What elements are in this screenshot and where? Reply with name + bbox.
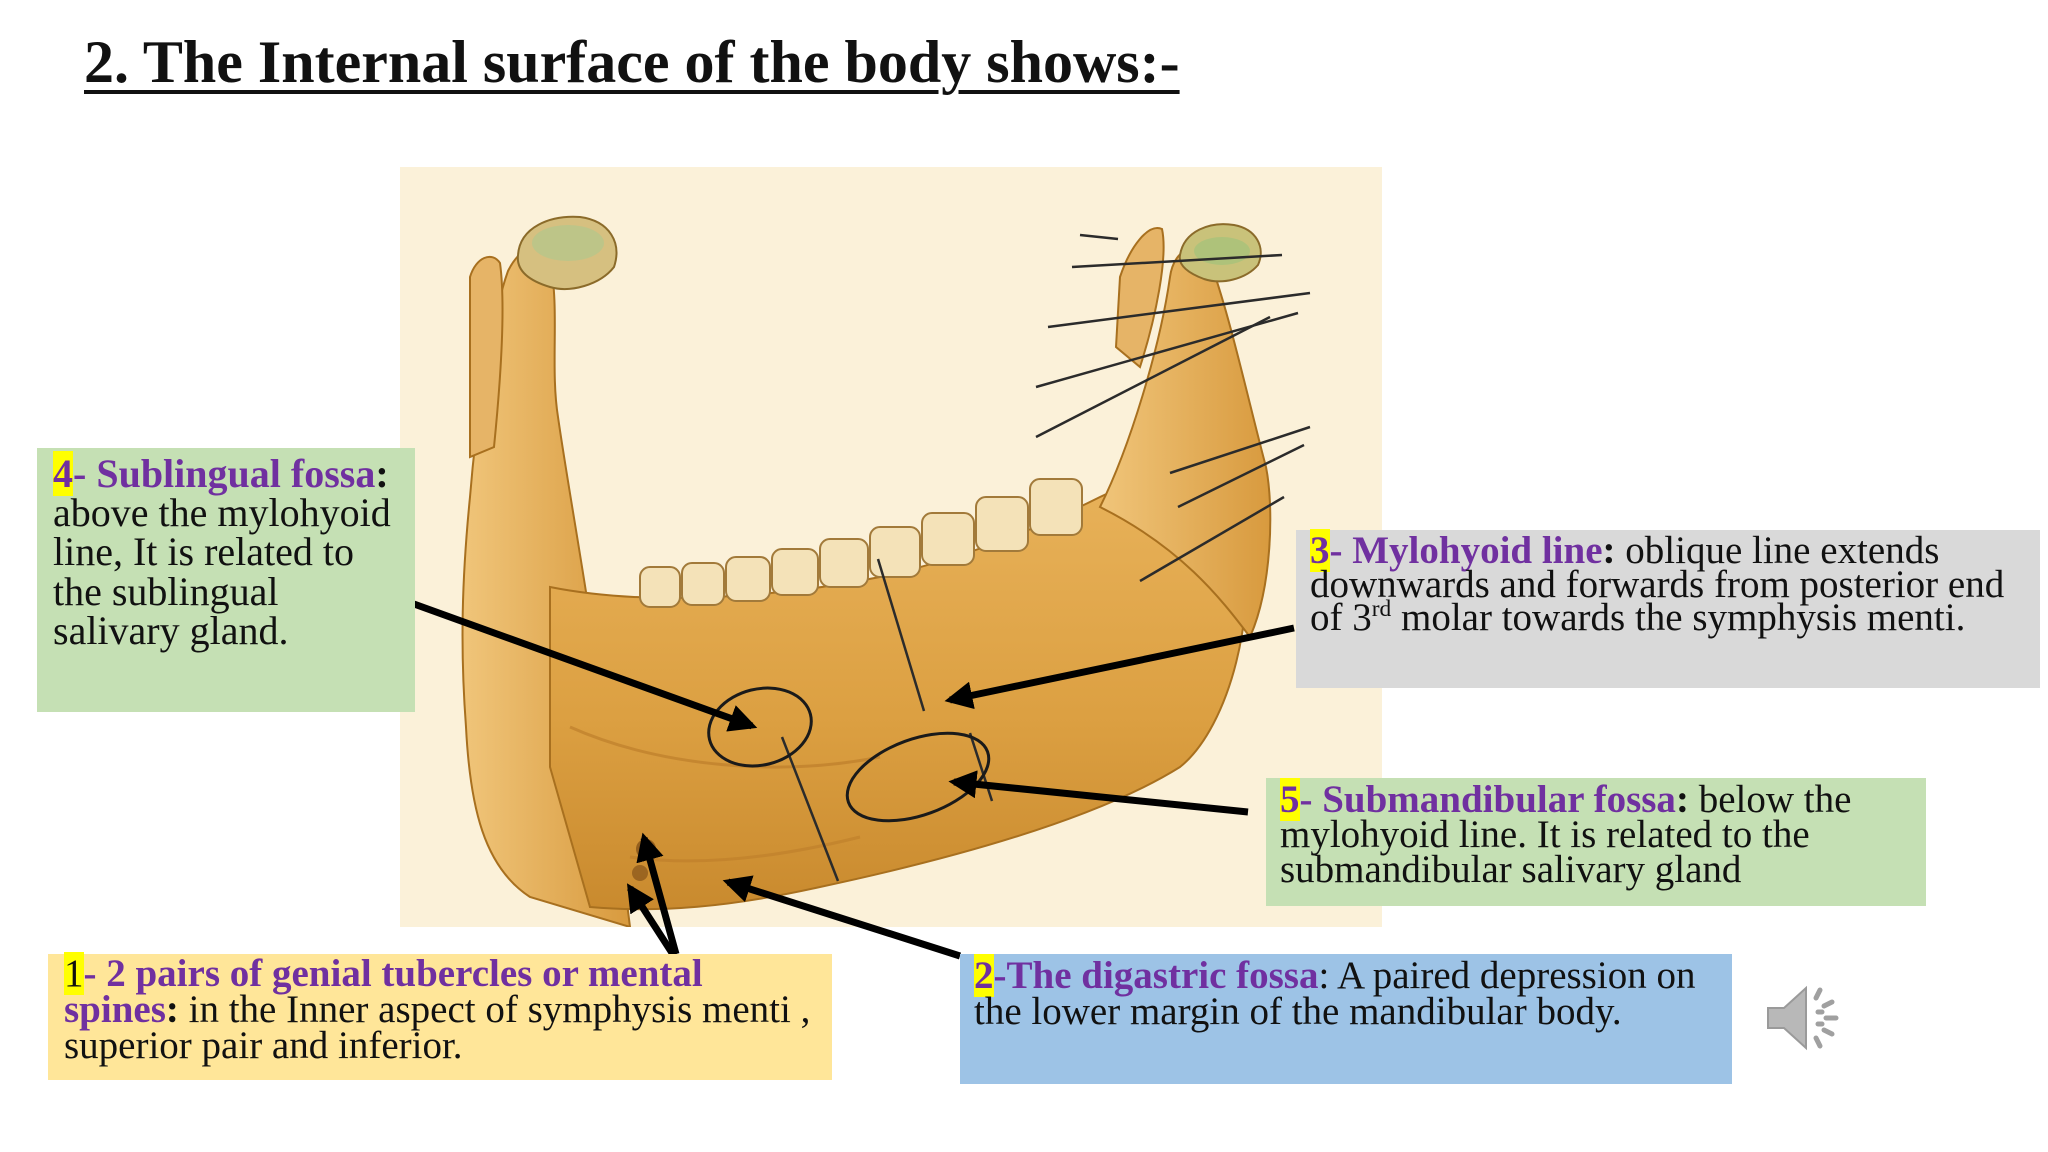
- callout-heading: - Mylohyoid line: [1329, 529, 1603, 572]
- callout-text: above the mylohyoid line, It is related …: [53, 490, 391, 653]
- mandible-illustration: [400, 167, 1382, 927]
- callout-colon: :: [1318, 954, 1330, 997]
- callout-superscript: rd: [1371, 596, 1392, 623]
- slide-title: 2. The Internal surface of the body show…: [84, 29, 1180, 95]
- label-leader-lines: [780, 233, 1311, 882]
- callout-text: oblique line extends downwards and forwa…: [1310, 529, 2005, 640]
- callout-number: 4: [53, 451, 73, 496]
- callout-number: 1: [64, 952, 84, 995]
- callout-heading: - 2 pairs of genial tubercles or mental …: [64, 952, 703, 1031]
- callout-colon: :: [1675, 778, 1689, 821]
- callout-colon: :: [1602, 529, 1616, 572]
- callout-submandibular-fossa: 5- Submandibular fossa: below the mylohy…: [1266, 778, 1926, 906]
- callout-colon: :: [375, 451, 389, 496]
- callout-text-tail: molar towards the symphysis menti.: [1391, 596, 1966, 640]
- callout-heading: -The digastric fossa: [993, 954, 1319, 997]
- callout-sublingual-fossa: 4- Sublingual fossa: above the mylohyoid…: [37, 448, 415, 712]
- callout-number: 2: [974, 954, 994, 997]
- callout-genial-tubercles: 1- 2 pairs of genial tubercles or mental…: [48, 952, 832, 1080]
- submandibular-fossa-marker: [845, 731, 991, 823]
- callout-text: in the Inner aspect of symphysis menti ,…: [64, 987, 811, 1067]
- callout-text: below the mylohyoid line. It is related …: [1280, 778, 1852, 892]
- callout-number: 5: [1280, 778, 1300, 821]
- callout-number: 3: [1310, 529, 1330, 572]
- callout-heading: - Sublingual fossa: [73, 451, 376, 496]
- callout-digastric-fossa: 2-The digastric fossa: A paired depressi…: [960, 954, 1732, 1084]
- callout-heading: - Submandibular fossa: [1299, 778, 1676, 821]
- callout-colon: :: [165, 987, 179, 1031]
- callout-mylohyoid-line: 3- Mylohyoid line: oblique line extends …: [1296, 529, 2040, 688]
- speaker-icon[interactable]: [1762, 976, 1846, 1060]
- callout-text: A paired depression on the lower margin …: [974, 954, 1696, 1033]
